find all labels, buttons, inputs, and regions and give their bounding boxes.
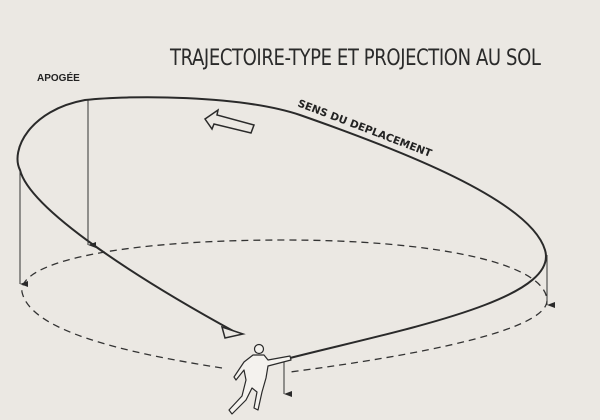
trajectory-end-arrowhead bbox=[220, 325, 246, 339]
trajectory-curve bbox=[16, 96, 547, 359]
diagram-title: TRAJECTOIRE-TYPE ET PROJECTION AU SOL bbox=[170, 46, 541, 71]
pilot-figure-icon bbox=[228, 343, 292, 415]
ground-projection-ellipse bbox=[21, 239, 548, 373]
direction-label: SENS DU DEPLACEMENT bbox=[296, 98, 434, 161]
apogee-label: APOGÉE bbox=[37, 73, 80, 84]
direction-arrow-icon bbox=[203, 108, 255, 134]
